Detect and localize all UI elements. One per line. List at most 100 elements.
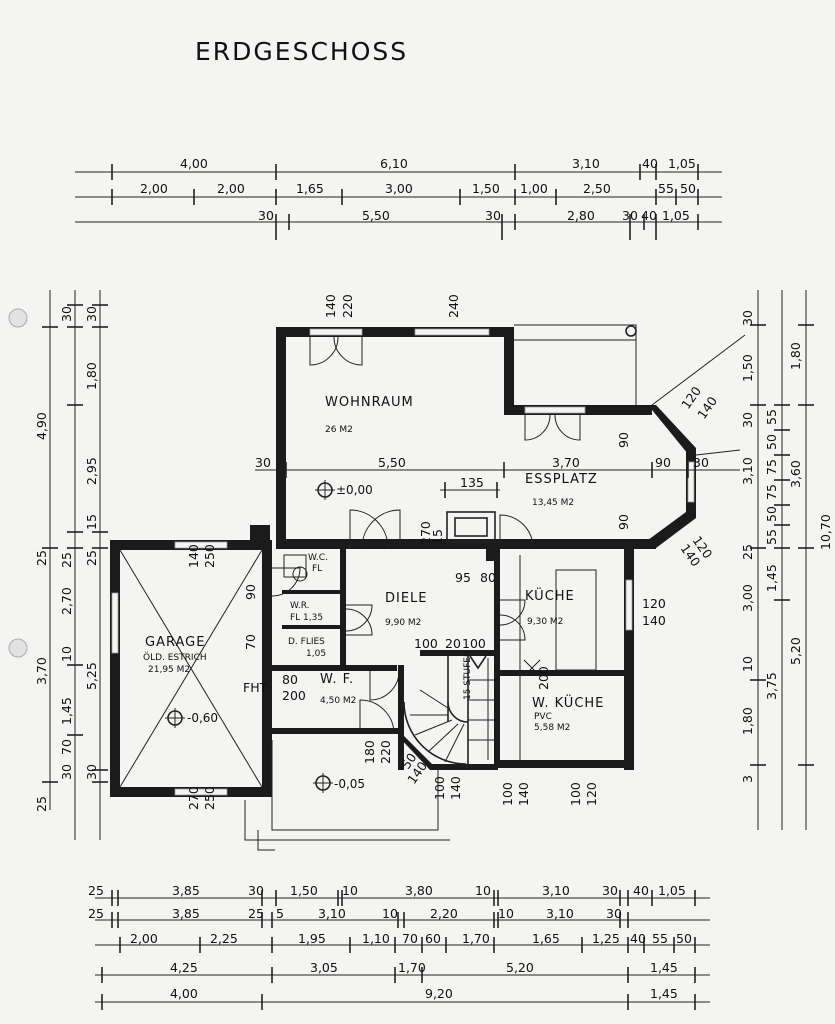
room-area-wc: FL [312, 564, 322, 574]
dim-left-c3-3: 70 [59, 739, 74, 755]
top-dimension-chain: 4,00 6,10 3,10 40 1,05 2,00 2,00 1,65 3,… [75, 156, 722, 240]
dim-left-c2-6: 10 [59, 646, 74, 662]
dim-living-135: 135 [460, 475, 484, 490]
dim-top-r2-0: 2,00 [140, 181, 168, 196]
dim-top-r3-0: 30 [258, 208, 274, 223]
dim-bot-r3-1: 2,25 [210, 931, 238, 946]
dim-living-30b: 30 [693, 455, 709, 470]
dim-bot-r1-5: 3,80 [405, 883, 433, 898]
dim-top-r1-4: 1,05 [668, 156, 696, 171]
dim-right-c1-0: 30 [740, 310, 755, 326]
dim-top-r2-2: 1,65 [296, 181, 324, 196]
dim-left-c3-2: 25 [84, 550, 99, 566]
room-area-wkueche: 5,58 M2 [534, 723, 570, 733]
dim-right-c1-4: 25 [740, 544, 755, 560]
dim-bot-r5-2: 1,45 [650, 986, 678, 1001]
opening-dimensions: 140 220 240 140 250 270 250 90 90 95 80 … [186, 294, 666, 810]
dim-bot-r4-4: 1,45 [650, 960, 678, 975]
dim-right-c2-2: 75 [764, 459, 779, 475]
dim-right-c2-6: 1,45 [764, 564, 779, 592]
dim-right-c2-7: 3,75 [764, 672, 779, 700]
open-80: 80 [480, 570, 496, 585]
dim-bot-r4-2: 1,70 [398, 960, 426, 975]
open-140f: 140 [516, 782, 531, 806]
dim-right-c1-6: 10 [740, 656, 755, 672]
dim-top-r1-3: 40 [642, 156, 658, 171]
bottom-dimension-chain: 25 3,85 30 1,50 10 3,80 10 3,10 30 40 1,… [88, 883, 710, 1010]
dim-top-r2-1: 2,00 [217, 181, 245, 196]
dim-bot-r2-2: 25 [248, 906, 264, 921]
dim-bot-r1-7: 3,10 [542, 883, 570, 898]
dim-bot-r2-8: 3,10 [546, 906, 574, 921]
open-garage-250b: 270 [186, 786, 201, 810]
dim-bot-r2-3: 5 [276, 906, 284, 921]
open-220-top: 220 [340, 294, 355, 318]
dim-living-30: 30 [255, 455, 271, 470]
open-50: 50 [398, 750, 419, 772]
dim-bot-r3-0: 2,00 [130, 931, 158, 946]
open-100d: 100 [500, 782, 515, 806]
dim-bot-r2-9: 30 [606, 906, 622, 921]
open-garage-270b: 250 [202, 786, 217, 810]
dim-right-c1-2: 30 [740, 412, 755, 428]
dim-bot-r1-4: 10 [342, 883, 358, 898]
open-220: 220 [378, 740, 393, 764]
dim-left-c2-0: 30 [59, 306, 74, 322]
room-name-kueche: KÜCHE [525, 587, 575, 604]
dim-top-r3-5: 40 [641, 208, 657, 223]
level-markers: ±0,00 -0,60 -0,05 [165, 480, 373, 793]
room-labels: WOHNRAUM 26 M2 ESSPLATZ 13,45 M2 DIELE 9… [143, 395, 604, 733]
open-20: 20 [445, 636, 461, 651]
room-area-kueche: 9,30 M2 [527, 617, 563, 627]
dim-bot-r1-3: 1,50 [290, 883, 318, 898]
terrace-lines [244, 324, 637, 851]
dim-bot-r3-6: 1,70 [462, 931, 490, 946]
dim-top-r2-8: 50 [680, 181, 696, 196]
living-dimension: 30 5,50 3,70 90 30 135 [255, 455, 740, 498]
dim-left-c3-0: 30 [84, 306, 99, 322]
dim-bot-r5-1: 9,20 [425, 986, 453, 1001]
dim-top-r3-3: 2,80 [567, 208, 595, 223]
open-15: 270 [418, 521, 433, 545]
dim-right-c3-0: 1,80 [788, 342, 803, 370]
level-marker-icon [315, 480, 335, 500]
dim-bot-r1-8: 30 [602, 883, 618, 898]
dim-left-c3-1: 25 [34, 550, 49, 566]
room-area-garage: 21,95 M2 [148, 665, 190, 675]
room-sub-garage: ÖLD. ESTRICH [143, 652, 207, 663]
dim-top-r2-4: 1,50 [472, 181, 500, 196]
dim-bot-r2-4: 3,10 [318, 906, 346, 921]
label-stair: 15 STUFEN [463, 650, 473, 700]
room-name-diele: DIELE [385, 591, 428, 606]
dim-bot-r3-10: 55 [652, 931, 668, 946]
room-name-wr: W.R. [290, 601, 310, 611]
garage-cross [119, 549, 263, 788]
dim-bot-r3-3: 1,10 [362, 931, 390, 946]
dim-right-c2-1: 50 [764, 434, 779, 450]
dim-top-r1-1: 6,10 [380, 156, 408, 171]
level-wohnraum: ±0,00 [336, 483, 373, 497]
dim-top-r2-3: 3,00 [385, 181, 413, 196]
open-200b: 200 [282, 688, 306, 703]
dim-right-c2-5: 55 [764, 529, 779, 545]
dim-left-outer-1: 3,70 [34, 657, 49, 685]
room-area-diele: 9,90 M2 [385, 618, 421, 628]
dim-bot-r1-10: 1,05 [658, 883, 686, 898]
room-name-dflies: D. FLIES [288, 637, 325, 647]
spiral-staircase [403, 655, 494, 765]
open-garage-250: 140 [186, 544, 201, 568]
dim-right-c2-0: 55 [764, 409, 779, 425]
dim-bot-r2-0: 25 [88, 906, 104, 921]
dim-bot-r4-3: 5,20 [506, 960, 534, 975]
dim-right-c2-4: 50 [764, 506, 779, 522]
open-100e: 100 [568, 782, 583, 806]
open-140g: 120 [584, 782, 599, 806]
dim-right-c1-7: 1,80 [740, 707, 755, 735]
dim-bot-r3-8: 1,25 [592, 931, 620, 946]
open-90a: 90 [616, 432, 631, 448]
dim-bot-r1-0: 25 [88, 883, 104, 898]
room-name-wkueche: W. KÜCHE [532, 694, 604, 711]
level-marker-icon [313, 773, 333, 793]
dim-top-r3-1: 5,50 [362, 208, 390, 223]
